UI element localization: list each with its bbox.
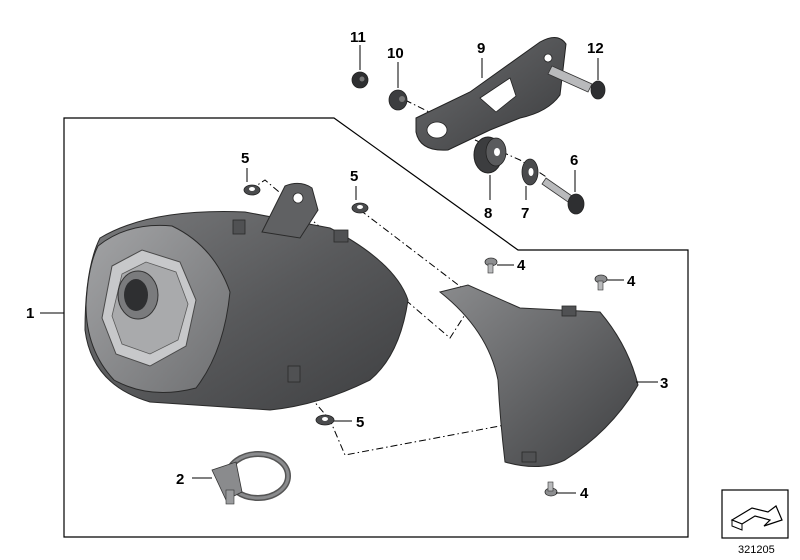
callout-12: 12 — [587, 40, 604, 57]
arrow-direction-icon — [730, 505, 783, 531]
callout-10: 10 — [387, 45, 404, 62]
callout-9: 9 — [477, 40, 485, 57]
callout-5-bottom: 5 — [356, 414, 364, 431]
callout-2: 2 — [176, 471, 184, 488]
callout-5-middle: 5 — [350, 168, 358, 185]
grommet-5-middle — [351, 202, 369, 214]
grommet-5-left — [243, 184, 261, 196]
screw-4-bottom — [544, 481, 558, 497]
callout-11: 11 — [350, 29, 366, 46]
nut-11 — [351, 71, 369, 89]
callout-1: 1 — [26, 305, 34, 322]
callout-6: 6 — [570, 152, 578, 169]
heat-shield-cover — [438, 284, 639, 467]
rubber-mount-8 — [473, 136, 507, 174]
callout-7: 7 — [521, 205, 529, 222]
grommet-5-bottom — [315, 414, 335, 426]
reference-number: 321205 — [738, 544, 775, 556]
callout-4-bottom: 4 — [580, 485, 589, 502]
callout-3: 3 — [660, 375, 668, 392]
mounting-bracket — [415, 37, 567, 151]
callout-4-right: 4 — [627, 273, 636, 290]
reference-box — [721, 489, 789, 539]
grommet-10 — [388, 89, 408, 111]
screw-4-right — [594, 274, 608, 291]
screw-4-top — [484, 257, 498, 274]
bolt-6 — [541, 177, 585, 215]
bolt-12 — [547, 65, 606, 100]
callout-5-left: 5 — [241, 150, 249, 167]
muffler — [84, 182, 409, 411]
muffler-mount-tab — [261, 182, 319, 239]
callout-8: 8 — [484, 205, 492, 222]
callout-4-top: 4 — [517, 257, 526, 274]
leader-lines — [40, 45, 658, 494]
washer-7 — [521, 158, 539, 186]
assembly-frame — [63, 117, 689, 538]
pipe-clamp — [211, 451, 291, 505]
